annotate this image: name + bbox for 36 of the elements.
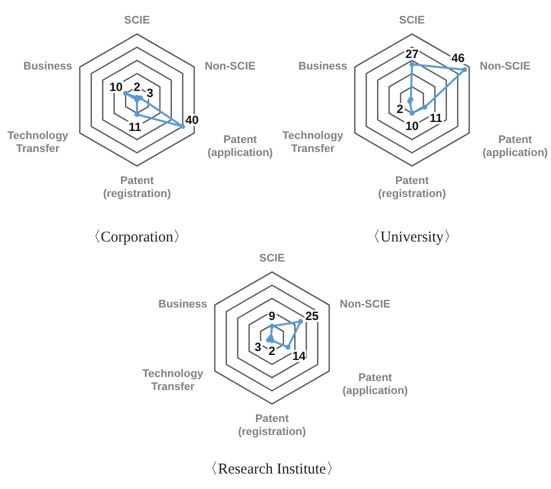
chart-caption: 〈Corporation〉 (86, 228, 188, 246)
value-label: 14 (291, 350, 307, 362)
value-label: 40 (184, 114, 200, 126)
value-label: 2 (396, 103, 404, 115)
value-label: 25 (304, 310, 320, 322)
axis-label: SCIE (398, 14, 426, 28)
axis-label: SCIE (123, 14, 151, 28)
value-label: 9 (268, 310, 276, 322)
axis-label: Business (297, 60, 348, 74)
value-label: 11 (428, 112, 444, 124)
axis-label: Patent (application) (206, 134, 274, 160)
value-label: 10 (108, 81, 124, 93)
chart-caption: 〈University〉 (365, 228, 459, 246)
axis-label: Technology Transfer (6, 130, 70, 156)
axis-label: Patent (application) (481, 134, 549, 160)
value-label: 3 (254, 341, 262, 353)
axis-label: Business (157, 298, 208, 312)
axis-label: Patent (registration) (102, 175, 172, 201)
axis-label: Technology Transfer (281, 130, 344, 156)
value-label: 2 (268, 345, 276, 357)
axis-label: Non-SCIE (478, 60, 532, 74)
axis-label: Non-SCIE (204, 60, 256, 74)
axis-label: SCIE (258, 252, 286, 266)
value-label: 27 (404, 48, 420, 60)
axis-label: Patent (application) (341, 372, 409, 398)
axis-label: Technology Transfer (141, 368, 204, 394)
value-label: 11 (128, 121, 142, 133)
value-label: 2 (132, 81, 142, 93)
value-label: 10 (404, 120, 420, 132)
value-label: 46 (450, 52, 466, 64)
axis-label: Non-SCIE (338, 298, 392, 312)
axis-label: Patent (registration) (377, 175, 447, 201)
chart-caption: 〈Research Institute〉 (203, 460, 341, 478)
axis-label: Patent (registration) (237, 413, 307, 439)
value-label: 3 (146, 87, 154, 99)
axis-label: Business (22, 60, 74, 74)
